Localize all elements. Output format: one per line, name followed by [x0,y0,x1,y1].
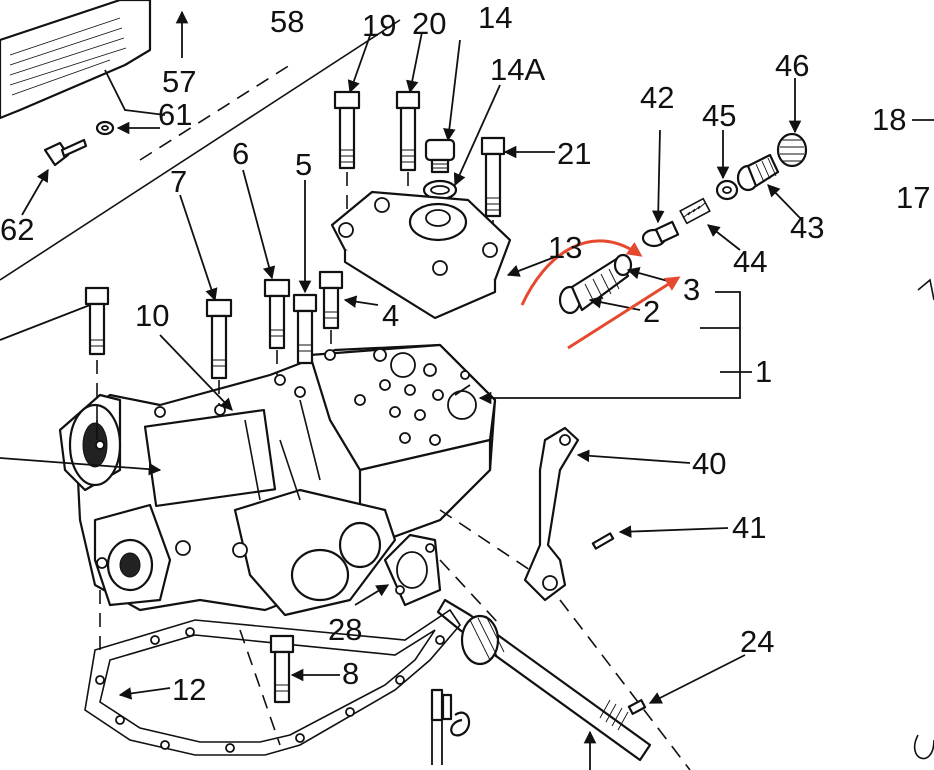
oil-pan-gasket-12 [84,608,462,756]
small-bolts-bottom [430,688,471,737]
fitting-43 [736,153,780,192]
label-12: 12 [172,672,206,707]
label-43: 43 [790,210,824,245]
label-58: 58 [270,4,304,39]
label-45: 45 [702,98,736,133]
bolt-left [84,286,110,356]
label-3: 3 [683,272,700,307]
washer-45 [715,179,739,201]
bolt-8 [269,634,295,704]
label-41: 41 [732,510,766,545]
label-2: 2 [643,294,660,329]
bolt-4 [318,270,344,330]
washer-14a [422,179,458,201]
red-annotation-straight-arrow [567,276,681,350]
pin-41 [591,532,615,550]
bolt-20 [395,90,421,172]
bolt-5 [292,293,318,365]
label-8: 8 [342,656,359,691]
bolt-6 [263,278,291,350]
label-7: 7 [170,164,187,199]
label-19: 19 [362,8,396,43]
cap-46 [776,132,808,168]
label-17: 17 [896,180,930,215]
label-28: 28 [328,612,362,647]
fitting-42 [641,220,680,248]
label-5: 5 [295,147,312,182]
bolt-21 [480,136,506,218]
gasket-28 [383,533,442,607]
label-21: 21 [557,136,591,171]
bolt-7 [205,298,233,380]
label-1: 1 [755,354,772,389]
red-annotation-curved-arrow [520,239,643,306]
label-40: 40 [692,446,726,481]
label-10: 10 [135,298,169,333]
cover-plate-13 [330,190,512,320]
label-13: 13 [548,230,582,265]
label-61: 61 [158,97,192,132]
label-6: 6 [232,136,249,171]
label-14a: 14A [490,52,545,87]
label-24: 24 [740,624,774,659]
label-46: 46 [775,48,809,83]
bolt-19 [333,90,361,170]
upper-housing-part [0,0,401,281]
label-44: 44 [733,244,767,279]
label-57: 57 [162,64,196,99]
label-20: 20 [412,6,446,41]
bolt-62 [43,138,88,167]
label-42: 42 [640,80,674,115]
pin-24 [627,699,647,715]
shaft [436,598,652,762]
label-62: 62 [0,212,34,247]
label-18: 18 [872,102,906,137]
label-4: 4 [382,298,399,333]
spring-44 [679,197,711,225]
main-housing-1 [58,343,497,617]
plug-14 [424,138,456,174]
lever-arm-40 [523,426,580,602]
label-14: 14 [478,0,512,35]
washer-61 [95,120,115,136]
